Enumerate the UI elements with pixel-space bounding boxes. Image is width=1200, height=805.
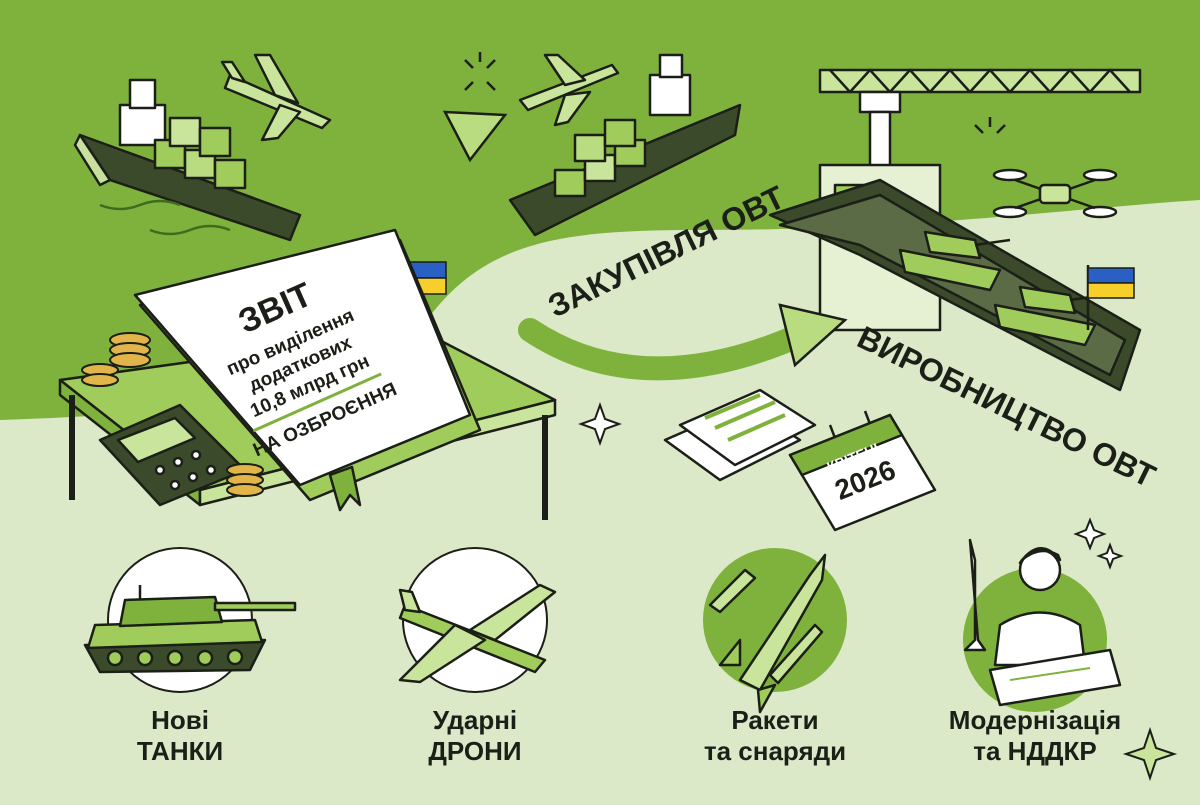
category-drones: Ударні ДРОНИ [365, 705, 585, 767]
bookmark-ribbon [328, 465, 362, 512]
airplane-center-icon [518, 53, 620, 127]
ukraine-flag-right-icon [1086, 265, 1135, 330]
cargo-ship-center-icon [508, 53, 742, 237]
arrow-right-head [778, 303, 848, 368]
arrow-up-head [442, 110, 508, 163]
engineer-icon [963, 538, 1122, 707]
tank-on-conveyor-2-icon [993, 285, 1106, 347]
airplane-left-icon [220, 53, 332, 142]
category-missiles-line1: Ракети [731, 705, 819, 735]
missile-icon [708, 553, 827, 714]
category-tanks-line2: ТАНКИ [136, 736, 224, 766]
category-modernization-line2: та НДДКР [973, 736, 1097, 766]
category-modernization-line1: Модернізація [948, 705, 1122, 735]
cargo-ship-left-icon [73, 78, 302, 242]
book-cover [133, 228, 472, 487]
category-modernization: Модернізація та НДДКР [925, 705, 1145, 767]
drone-icon [398, 583, 557, 684]
quadcopter-drone-icon [992, 168, 1118, 219]
report-divider [252, 372, 382, 433]
category-drones-line1: Ударні [432, 705, 518, 735]
calendar-icon [788, 410, 937, 532]
category-tanks-line1: Нові [151, 705, 209, 735]
coin-stack-icon [81, 332, 264, 497]
calculator-icon [98, 403, 247, 507]
category-drones-line2: ДРОНИ [428, 736, 522, 766]
category-missiles: Ракети та снаряди [665, 705, 885, 767]
tank-icon [83, 585, 297, 674]
tank-on-conveyor-1-icon [898, 230, 1011, 292]
documents-icon [663, 388, 817, 482]
arrow-up-curve [402, 119, 471, 261]
sparkle-icon [464, 52, 1006, 134]
star-sparkle-icon [578, 402, 1178, 782]
report-book [133, 228, 482, 512]
arrow-right-curve [518, 318, 812, 381]
category-missiles-line2: та снаряди [703, 736, 847, 766]
category-tanks: Нові ТАНКИ [70, 705, 290, 767]
